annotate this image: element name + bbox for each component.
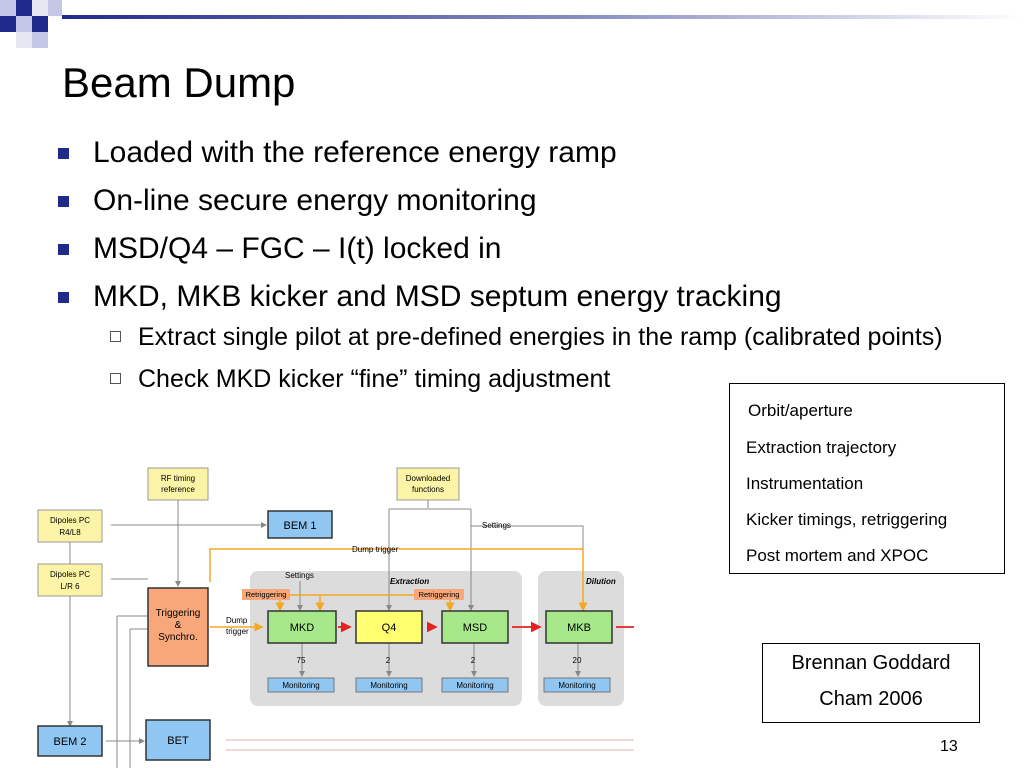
triggering-label: Synchro.: [158, 632, 197, 643]
author-box: Brennan Goddard Cham 2006: [762, 643, 980, 723]
slide-title: Beam Dump: [62, 59, 296, 106]
downloaded-functions-label: Downloaded: [406, 474, 450, 483]
hollow-square-icon: [110, 373, 121, 384]
mkb-label: MKB: [567, 622, 591, 634]
triggering-box: [147, 587, 209, 667]
dump-trigger-label: Dump trigger: [352, 545, 399, 554]
monitoring-label: Monitoring: [558, 681, 595, 690]
monitoring-label: Monitoring: [456, 681, 493, 690]
bullet-list: Loaded with the reference energy ramp On…: [58, 133, 978, 403]
q4-label: Q4: [382, 622, 397, 634]
monitoring-box: [441, 677, 509, 693]
topic-item: Kicker timings, retriggering: [746, 510, 948, 529]
element-count: 20: [573, 656, 582, 665]
page-number: 13: [940, 738, 958, 755]
bem2-box: [37, 725, 103, 757]
dipoles-pc-label: R4/L8: [59, 528, 81, 537]
retriggering-badge: [242, 589, 290, 600]
triggering-label: Triggering: [156, 608, 201, 619]
bullet-item: MSD/Q4 – FGC – I(t) locked in: [58, 229, 978, 269]
element-count: 2: [386, 656, 391, 665]
retriggering-label: Retriggering: [419, 590, 460, 599]
msd-box: [441, 610, 509, 644]
dipoles-pc-box: [37, 563, 103, 597]
bet-box: [145, 719, 211, 761]
monitoring-box: [355, 677, 423, 693]
bullet-square-icon: [58, 148, 69, 159]
header-decoration: [0, 0, 1024, 48]
dipoles-pc-label: L/R 6: [60, 582, 80, 591]
bullet-item: Loaded with the reference energy ramp: [58, 133, 978, 173]
bullet-square-icon: [58, 292, 69, 303]
sub-bullet-item: Extract single pilot at pre-defined ener…: [58, 319, 988, 355]
rf-timing-label: RF timing: [161, 474, 195, 483]
monitoring-box: [267, 677, 335, 693]
bem1-box: [267, 510, 333, 539]
bet-label: BET: [167, 735, 189, 747]
dilution-label: Dilution: [586, 577, 616, 586]
element-count: 2: [471, 656, 476, 665]
sub-bullet-text: Extract single pilot at pre-defined ener…: [138, 323, 943, 351]
bullet-square-icon: [58, 196, 69, 207]
sub-bullet-item: Check MKD kicker “fine” timing adjustmen…: [58, 361, 978, 397]
topic-box: Orbit/aperture Extraction trajectory Ins…: [729, 383, 1005, 574]
dump-trigger-label: Dump: [226, 616, 248, 625]
hollow-square-icon: [110, 331, 121, 342]
topic-item: Instrumentation: [746, 474, 864, 493]
mkd-label: MKD: [290, 622, 315, 634]
rf-timing-box: [147, 467, 209, 501]
mkb-box: [545, 610, 613, 644]
dipoles-pc-box: [37, 509, 103, 543]
downloaded-functions-label: functions: [412, 485, 444, 494]
mkd-box: [267, 610, 337, 644]
bullet-square-icon: [58, 244, 69, 255]
retriggering-badge: [414, 589, 464, 600]
author-name: Brennan Goddard: [791, 652, 951, 674]
venue: Cham 2006: [819, 688, 923, 710]
dump-trigger-label: trigger: [226, 627, 249, 636]
bullet-text: On-line secure energy monitoring: [93, 184, 537, 217]
topic-item: Post mortem and XPOC: [746, 546, 929, 565]
dipoles-pc-label: Dipoles PC: [50, 570, 90, 579]
bullet-text: Loaded with the reference energy ramp: [93, 136, 617, 169]
retriggering-label: Retriggering: [246, 590, 287, 599]
q4-box: [355, 610, 423, 644]
settings-label: Settings: [482, 521, 511, 530]
bullet-text: MKD, MKB kicker and MSD septum energy tr…: [93, 280, 782, 313]
triggering-label: &: [175, 620, 182, 631]
monitoring-label: Monitoring: [370, 681, 407, 690]
downloaded-functions-box: [396, 467, 460, 501]
bullet-item: On-line secure energy monitoring: [58, 181, 978, 221]
monitoring-label: Monitoring: [282, 681, 319, 690]
monitoring-box: [543, 677, 611, 693]
bullet-item: MKD, MKB kicker and MSD septum energy tr…: [58, 277, 978, 317]
rf-timing-label: reference: [161, 485, 195, 494]
topic-item: Orbit/aperture: [748, 401, 853, 420]
msd-label: MSD: [463, 622, 488, 634]
sub-bullet-text: Check MKD kicker “fine” timing adjustmen…: [138, 365, 611, 393]
settings-label: Settings: [285, 571, 314, 580]
bem1-label: BEM 1: [283, 520, 316, 532]
bem2-label: BEM 2: [53, 736, 86, 748]
extraction-label: Extraction: [390, 577, 429, 586]
bullet-text: MSD/Q4 – FGC – I(t) locked in: [93, 232, 502, 265]
beam-dump-diagram: RF timing reference Downloaded functions…: [37, 467, 634, 768]
dipoles-pc-label: Dipoles PC: [50, 516, 90, 525]
topic-item: Extraction trajectory: [746, 438, 897, 457]
element-count: 75: [297, 656, 306, 665]
